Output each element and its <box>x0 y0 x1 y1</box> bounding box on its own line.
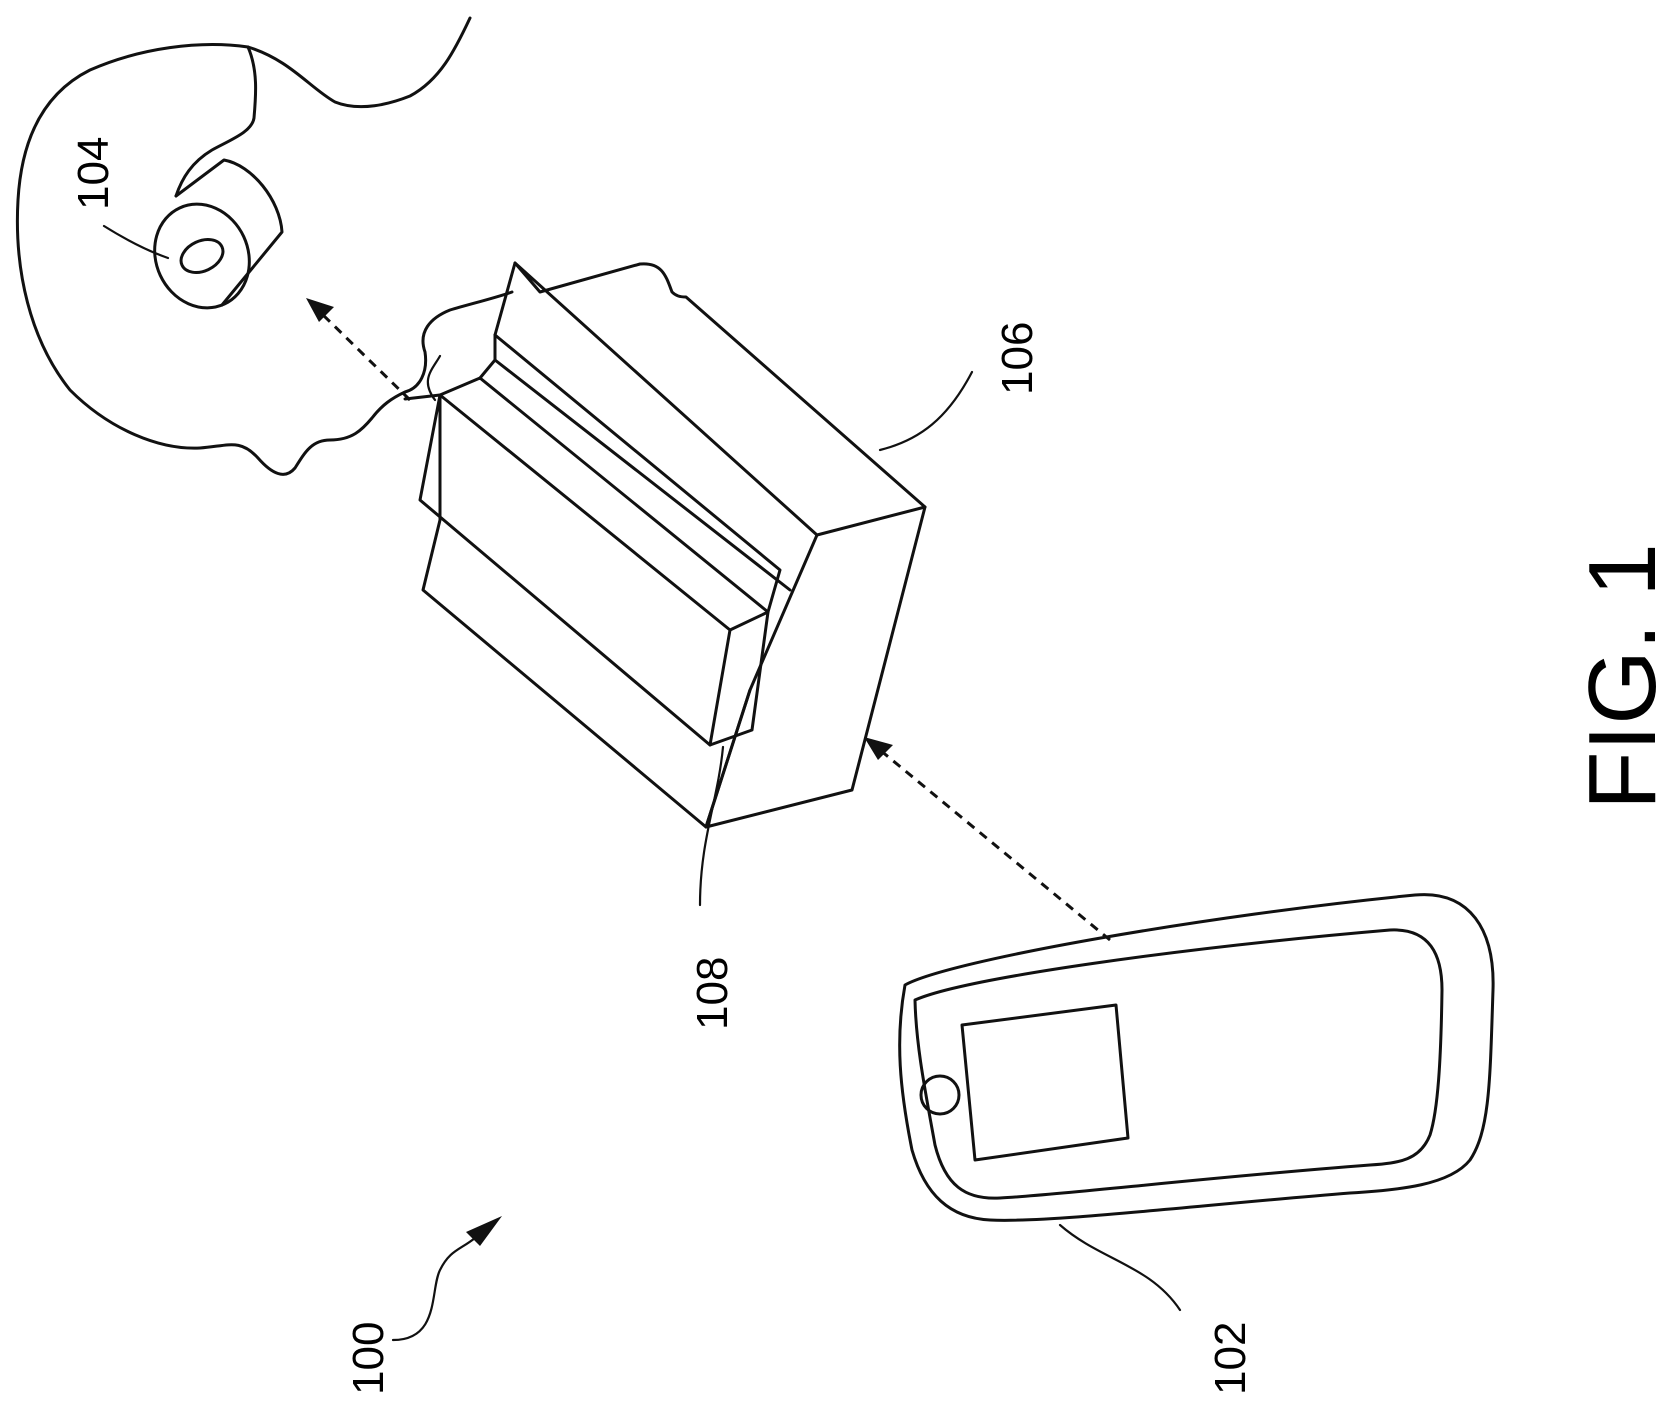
ear-canal-icon <box>104 160 282 323</box>
label-ear: 104 <box>69 137 118 210</box>
mobile-phone-icon <box>900 895 1493 1221</box>
label-device: 106 <box>993 322 1042 395</box>
label-system: 100 <box>344 1322 393 1395</box>
box-device-icon <box>405 263 925 827</box>
label-slot: 108 <box>688 957 737 1030</box>
leader-lines <box>393 372 1180 1340</box>
arrow-device-to-ear <box>306 298 410 400</box>
arrow-phone-to-device <box>864 737 1110 940</box>
phone-screen <box>962 1005 1128 1160</box>
figure-caption: FIG. 1 <box>1569 543 1673 810</box>
label-phone: 102 <box>1206 1322 1255 1395</box>
